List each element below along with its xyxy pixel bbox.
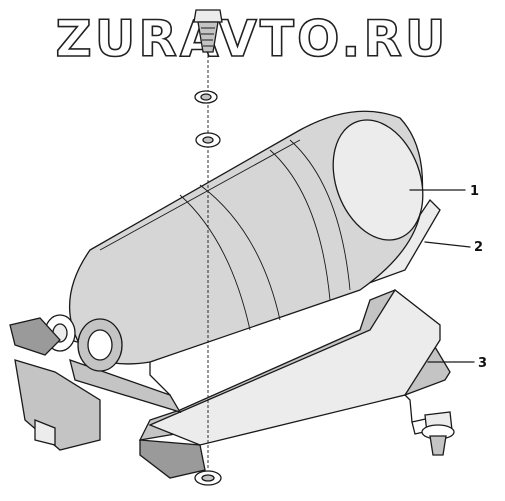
fastener-stack	[193, 9, 223, 486]
callout-2: 2	[424, 240, 483, 255]
callout-3-label: 3	[478, 356, 487, 371]
callout-2-label: 2	[474, 240, 483, 255]
callout-1: 1	[409, 184, 479, 199]
callout-1-label: 1	[470, 184, 479, 199]
mounting-bolt	[421, 411, 455, 456]
callout-3: 3	[427, 356, 487, 371]
watermark-text: ZURAVTO.RU	[56, 10, 449, 68]
mounting-bracket	[138, 289, 451, 479]
extinguisher-cylinder	[9, 110, 424, 451]
